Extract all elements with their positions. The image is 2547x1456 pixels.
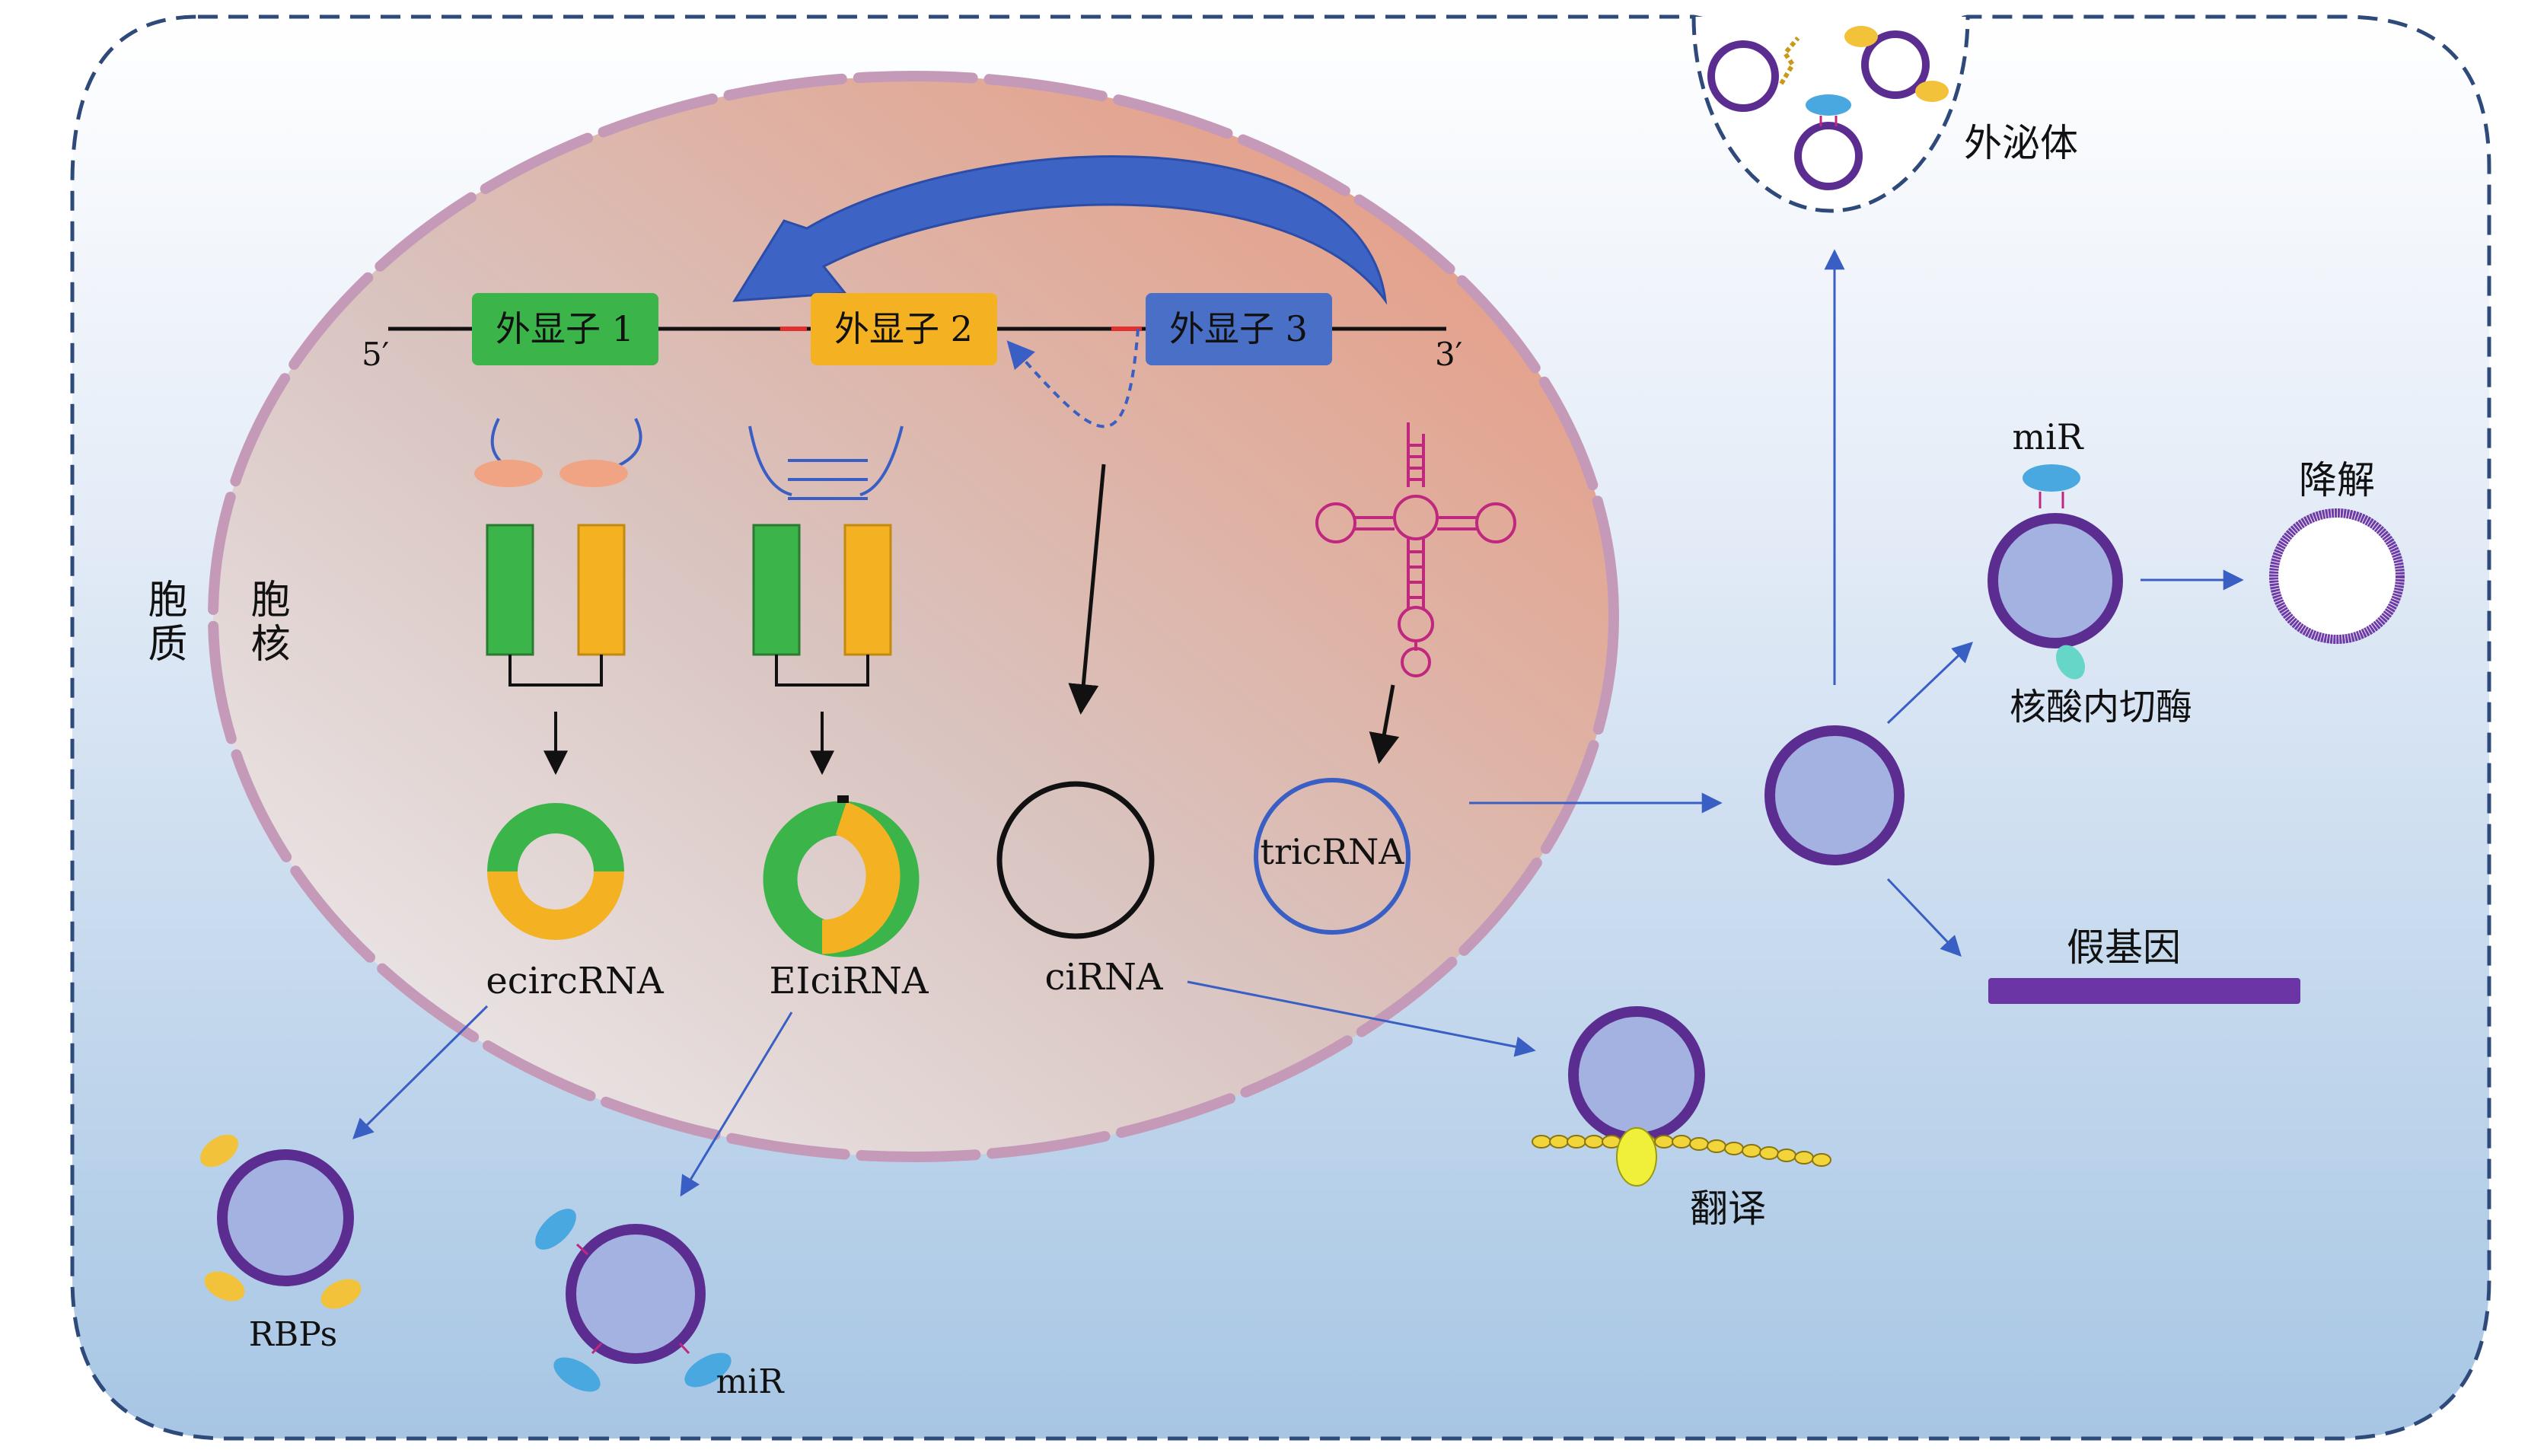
pseudogene-label: 假基因 bbox=[2067, 926, 2181, 970]
pseudogene-bar bbox=[1988, 978, 2300, 1004]
peptide-bead bbox=[1724, 1142, 1744, 1155]
cirna-label: ciRNA bbox=[1044, 956, 1163, 999]
ribosome-icon bbox=[1616, 1127, 1657, 1187]
rbp-bottom-left-icon bbox=[204, 1271, 245, 1301]
nucleus-label: 胞核 bbox=[244, 578, 289, 667]
exon-2-box bbox=[811, 293, 997, 365]
junction-line-2 bbox=[775, 655, 869, 687]
peptide-bead bbox=[1707, 1139, 1726, 1153]
peptide-bead bbox=[1777, 1149, 1796, 1162]
cytoplasm-label: 胞质 bbox=[141, 578, 186, 667]
peptide-bead bbox=[1672, 1135, 1691, 1149]
exon-yellow-bar bbox=[577, 524, 626, 656]
rbp-bound-circrna bbox=[217, 1149, 354, 1286]
peptide-bead bbox=[1584, 1135, 1604, 1149]
five-prime-label: 5′ bbox=[362, 336, 389, 373]
exon-3-box bbox=[1146, 293, 1332, 365]
exon-green-bar-2 bbox=[752, 524, 801, 656]
peptide-bead bbox=[1812, 1153, 1831, 1167]
elcirna-precursor bbox=[748, 425, 904, 776]
endonuclease-label: 核酸内切酶 bbox=[2010, 686, 2192, 728]
tricrna-label: tricRNA bbox=[1260, 831, 1404, 872]
mir-sponge-circrna bbox=[566, 1224, 706, 1364]
peptide-bead bbox=[1689, 1137, 1709, 1151]
junction-line bbox=[508, 655, 603, 687]
ecircrna-precursor bbox=[474, 418, 642, 776]
flank-left-2 bbox=[748, 425, 792, 496]
peptide-bead bbox=[1549, 1135, 1569, 1149]
three-prime-label: 3′ bbox=[1435, 336, 1462, 373]
rbp-bridge-left-icon bbox=[474, 460, 543, 487]
ecircrna-to-rbps-arrow bbox=[352, 1005, 489, 1139]
to-endonuclease-arrow bbox=[1886, 642, 1973, 725]
translation-label: 翻译 bbox=[1690, 1187, 1766, 1231]
rbp-binding-group bbox=[200, 1134, 362, 1309]
trna-structure-icon bbox=[1315, 422, 1516, 677]
rbps-label: RBPs bbox=[249, 1315, 337, 1354]
peptide-bead bbox=[1567, 1135, 1586, 1149]
elcirna-circle bbox=[763, 795, 920, 957]
lariat-dashed-arrow bbox=[1006, 328, 1140, 429]
exon-1-box bbox=[472, 293, 658, 365]
mir-bottom-icon-3 bbox=[684, 1352, 732, 1388]
mir-bound-circrna bbox=[1988, 513, 2123, 648]
cirna-arrow bbox=[1068, 464, 1106, 715]
translating-circrna bbox=[1568, 1006, 1705, 1143]
rbp-bridge-right-icon bbox=[559, 460, 628, 487]
exon-2-label: 外显子 2 bbox=[834, 308, 973, 349]
mir-bottom-icon-2 bbox=[553, 1357, 601, 1392]
tricrna-arrow bbox=[1369, 684, 1400, 764]
exon-yellow-bar-2 bbox=[843, 524, 892, 656]
exosome-contents bbox=[1707, 26, 1949, 190]
rbp-top-icon bbox=[200, 1134, 238, 1168]
cirna-to-translation-arrow bbox=[1187, 980, 1536, 1057]
flank-right-2 bbox=[859, 425, 904, 496]
translation-group bbox=[1532, 1006, 1831, 1187]
back-splice-arrow bbox=[732, 155, 1388, 305]
elcirna-label: EIciRNA bbox=[769, 960, 929, 1002]
region-labels: 胞质 胞核 bbox=[141, 578, 289, 667]
nuclear-envelope bbox=[208, 71, 1619, 1162]
rbp-bottom-right-icon bbox=[320, 1279, 362, 1309]
peptide-bead bbox=[1742, 1144, 1761, 1158]
elcirna-to-mir-arrow bbox=[680, 1012, 793, 1197]
degraded-circrna bbox=[2269, 508, 2405, 644]
exon-1-label: 外显子 1 bbox=[496, 308, 634, 349]
cirna-circle bbox=[996, 781, 1155, 939]
exon-3-label: 外显子 3 bbox=[1169, 308, 1308, 349]
to-pseudogene-arrow bbox=[1886, 878, 1962, 957]
peptide-bead bbox=[1794, 1151, 1814, 1164]
pre-mrna: 5′ 3′ 外显子 1 外显子 2 外显子 3 bbox=[362, 293, 1462, 429]
cytoplasmic-circrna bbox=[1764, 725, 1905, 865]
peptide-chain bbox=[1532, 1135, 1831, 1167]
peptide-bead bbox=[1532, 1135, 1551, 1149]
exon-green-bar bbox=[486, 524, 534, 656]
exosome-label: 外泌体 bbox=[1964, 121, 2078, 165]
mir-top-label: miR bbox=[2013, 416, 2084, 457]
ecircrna-circle bbox=[487, 803, 624, 940]
mir-bottom-label: miR bbox=[716, 1362, 786, 1401]
mir-bottom-icon-1 bbox=[535, 1209, 576, 1250]
ecircrna-label: ecircRNA bbox=[486, 960, 665, 1002]
mir-top-icon bbox=[2023, 464, 2080, 492]
endonuclease-icon bbox=[2056, 645, 2085, 680]
peptide-bead bbox=[1654, 1135, 1674, 1149]
degradation-label: 降解 bbox=[2299, 458, 2375, 502]
mir-sponge-group bbox=[535, 1209, 732, 1392]
tricrna-circle bbox=[1254, 778, 1411, 935]
peptide-bead bbox=[1759, 1146, 1779, 1160]
